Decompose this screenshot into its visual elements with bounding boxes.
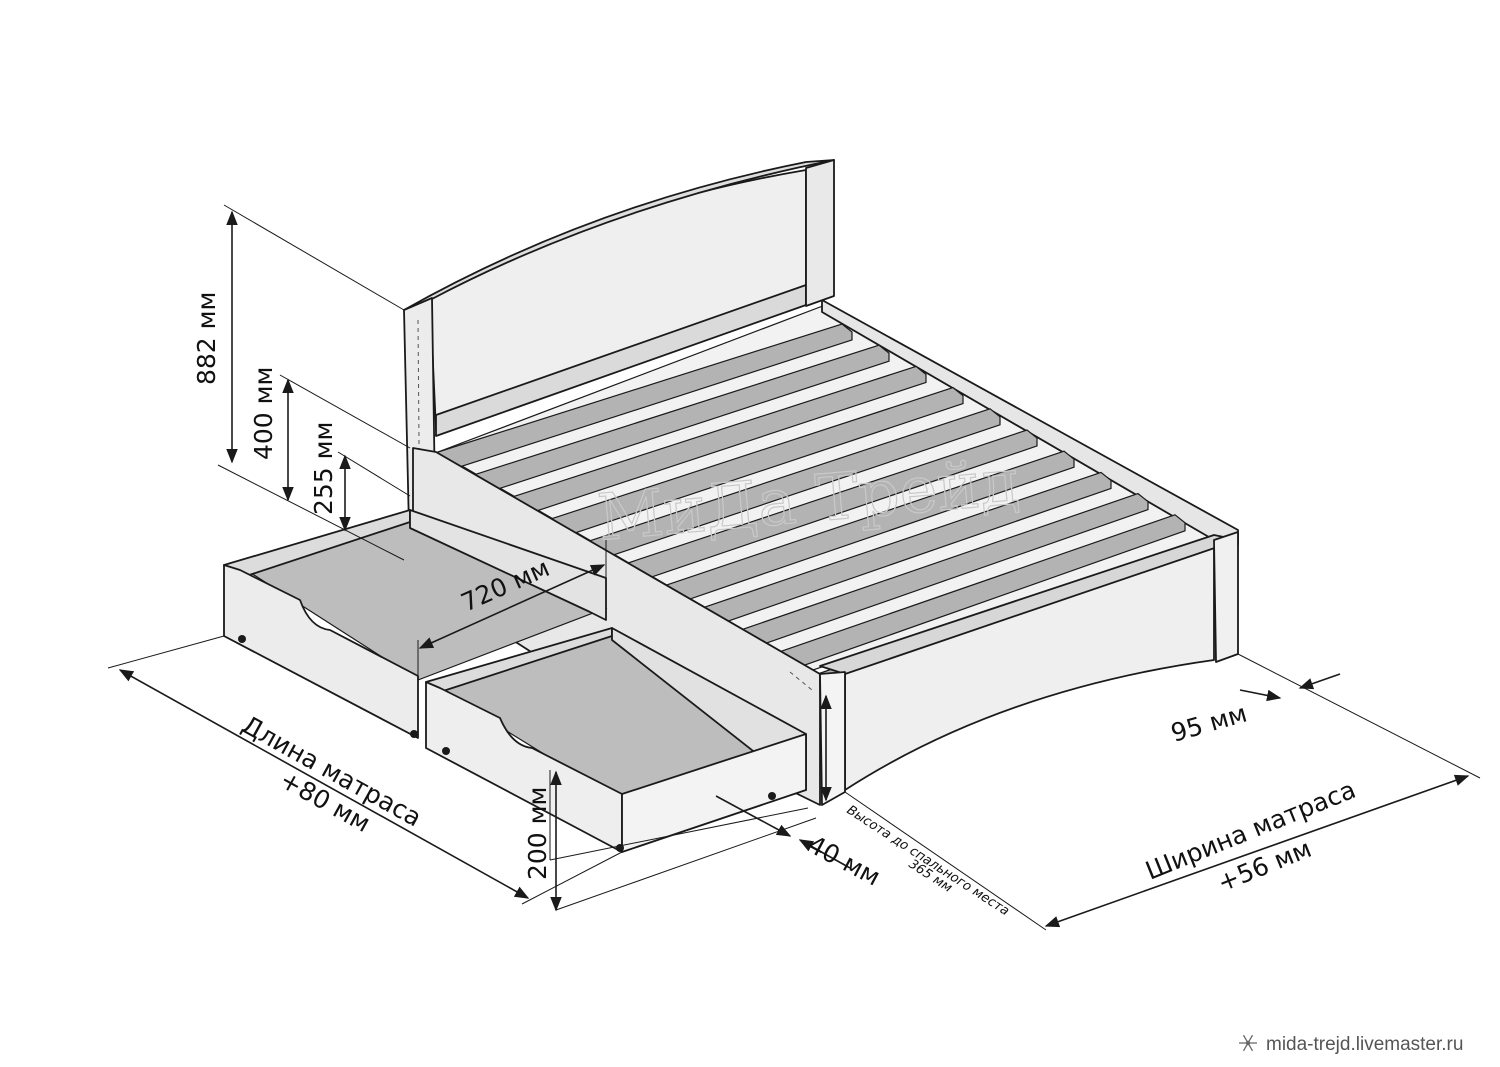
- dim-drawer-height: 200 мм: [523, 787, 552, 880]
- dim-drawer-clearance: 40 мм: [803, 830, 885, 892]
- footer-url: mida-trejd.livemaster.ru: [1266, 1034, 1463, 1055]
- footboard-panel: [844, 539, 1215, 791]
- dim-headboard-height: 882 мм: [192, 292, 221, 385]
- left-foot-post: [819, 671, 846, 806]
- drawer-front-wheel-3: [768, 792, 776, 800]
- headboard-right-post: [805, 159, 835, 307]
- dim-drawer-gap-height: 255 мм: [309, 422, 338, 515]
- drawer-front-side: [621, 733, 807, 853]
- drawer-back-wheel-2: [410, 730, 418, 738]
- right-foot-post: [1213, 531, 1239, 663]
- snowflake-icon: [1239, 1034, 1257, 1052]
- drawer-front-wheel-1: [442, 747, 450, 755]
- footer-credit: mida-trejd.livemaster.ru: [1239, 1034, 1463, 1055]
- drawer-back-wheel-1: [238, 635, 246, 643]
- dim-side-height: 400 мм: [249, 367, 278, 460]
- dim-leg-inset: 95 мм: [1168, 699, 1250, 748]
- dimension-lines: [107, 204, 1481, 931]
